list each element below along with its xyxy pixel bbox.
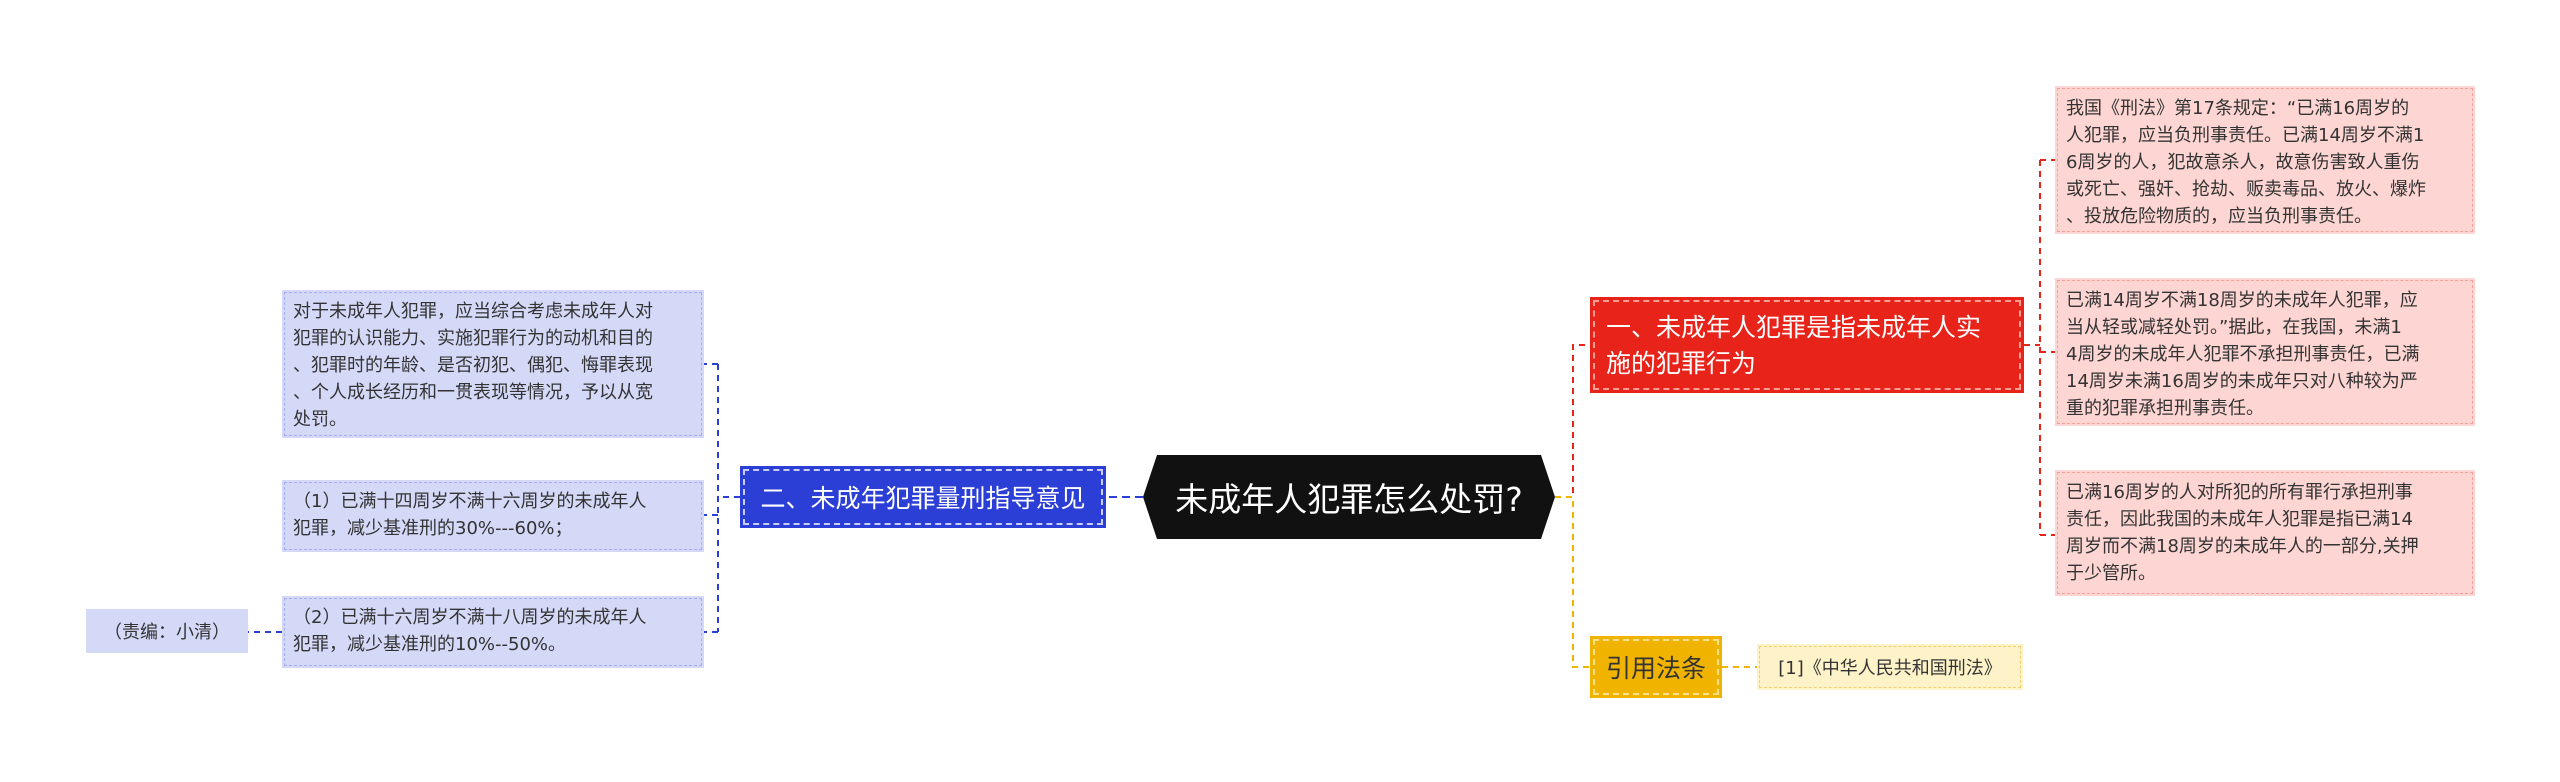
root-topic[interactable]: 未成年人犯罪怎么处罚? — [1143, 455, 1555, 539]
connector-left-children — [704, 363, 740, 633]
leaf-lighter-punishment[interactable]: 已满14周岁不满18周岁的未成年人犯罪，应 当从轻或减轻处罚。”据此，在我国，未… — [2055, 278, 2475, 426]
connector-red-children — [2024, 159, 2055, 536]
connector-root-right-red — [1555, 344, 1590, 498]
leaf-leniency-principle[interactable]: 对于未成年人犯罪，应当综合考虑未成年人对 犯罪的认识能力、实施犯罪行为的动机和目… — [282, 290, 704, 438]
editor-note[interactable]: （责编：小清） — [86, 609, 248, 653]
leaf-age-14-16-reduction[interactable]: （1）已满十四周岁不满十六周岁的未成年人 犯罪，减少基准刑的30%---60%； — [282, 480, 704, 552]
branch-cited-law[interactable]: 引用法条 — [1590, 636, 1722, 698]
connector-root-right-yellow — [1555, 496, 1590, 668]
leaf-criminal-law-citation[interactable]: [1]《中华人民共和国刑法》 — [1757, 644, 2023, 690]
leaf-full-responsibility-16[interactable]: 已满16周岁的人对所犯的所有罪行承担刑事 责任，因此我国的未成年人犯罪是指已满1… — [2055, 470, 2475, 596]
branch-definition[interactable]: 一、未成年人犯罪是指未成年人实 施的犯罪行为 — [1590, 297, 2024, 393]
branch-sentencing-guidance[interactable]: 二、未成年犯罪量刑指导意见 — [740, 466, 1106, 528]
leaf-criminal-law-article-17[interactable]: 我国《刑法》第17条规定：“已满16周岁的 人犯罪，应当负刑事责任。已满14周岁… — [2055, 86, 2475, 234]
leaf-age-16-18-reduction[interactable]: （2）已满十六周岁不满十八周岁的未成年人 犯罪，减少基准刑的10%--50%。 — [282, 596, 704, 668]
